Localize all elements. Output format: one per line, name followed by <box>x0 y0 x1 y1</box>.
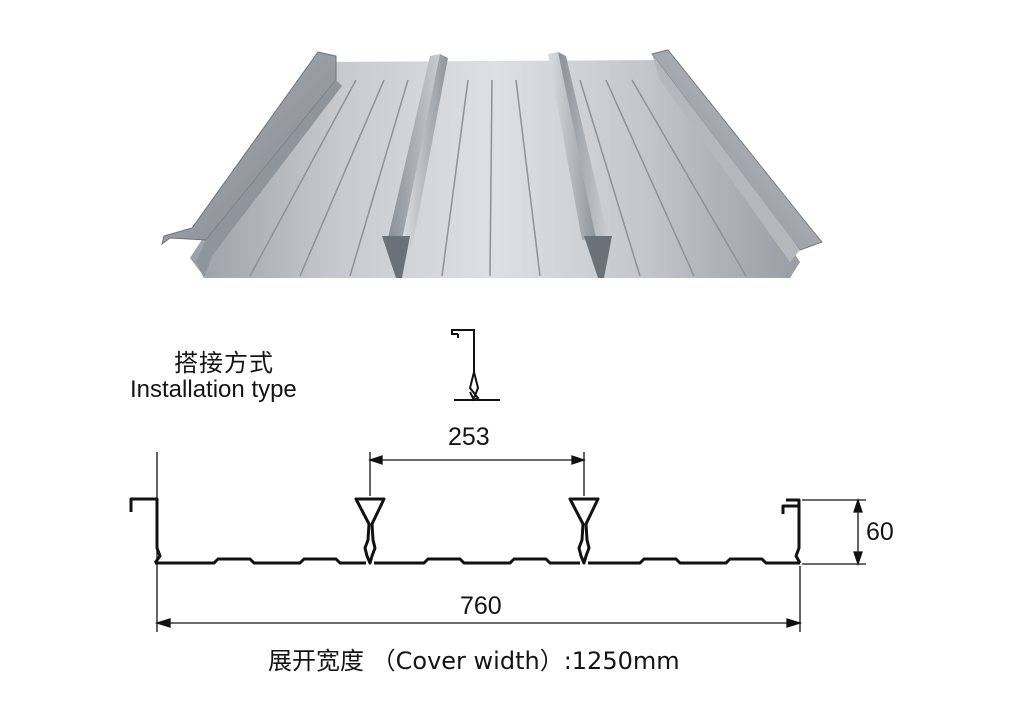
height-label: 60 <box>866 518 894 546</box>
cover-width-caption-cn: 展开宽度 <box>268 647 364 675</box>
sheet-pan-surface <box>190 60 800 278</box>
right-edge-face <box>652 54 800 262</box>
total-width-label: 760 <box>460 592 502 620</box>
cover-width-caption: 展开宽度 （Cover width）:1250mm <box>268 641 680 676</box>
left-edge-face <box>196 80 342 278</box>
left-rib-end <box>382 236 410 278</box>
installation-title-cn: 搭接方式 <box>174 349 274 377</box>
right-rib-left-face <box>548 52 596 240</box>
cover-width-caption-en: （Cover width）:1250mm <box>371 647 680 675</box>
right-rib-end <box>584 236 612 278</box>
left-edge-lip <box>161 51 337 246</box>
deck-sheet-render <box>161 49 823 278</box>
rib-spacing-label: 253 <box>448 423 490 451</box>
installation-detail <box>451 329 500 402</box>
profile-section <box>129 497 802 565</box>
installation-title-en: Installation type <box>130 376 297 403</box>
left-rib-left-face <box>388 54 440 240</box>
right-rib-right-face <box>558 52 608 238</box>
pan-stiffener-lines <box>249 79 747 277</box>
left-rib-right-face <box>402 54 448 248</box>
dimension-lines <box>154 452 866 632</box>
